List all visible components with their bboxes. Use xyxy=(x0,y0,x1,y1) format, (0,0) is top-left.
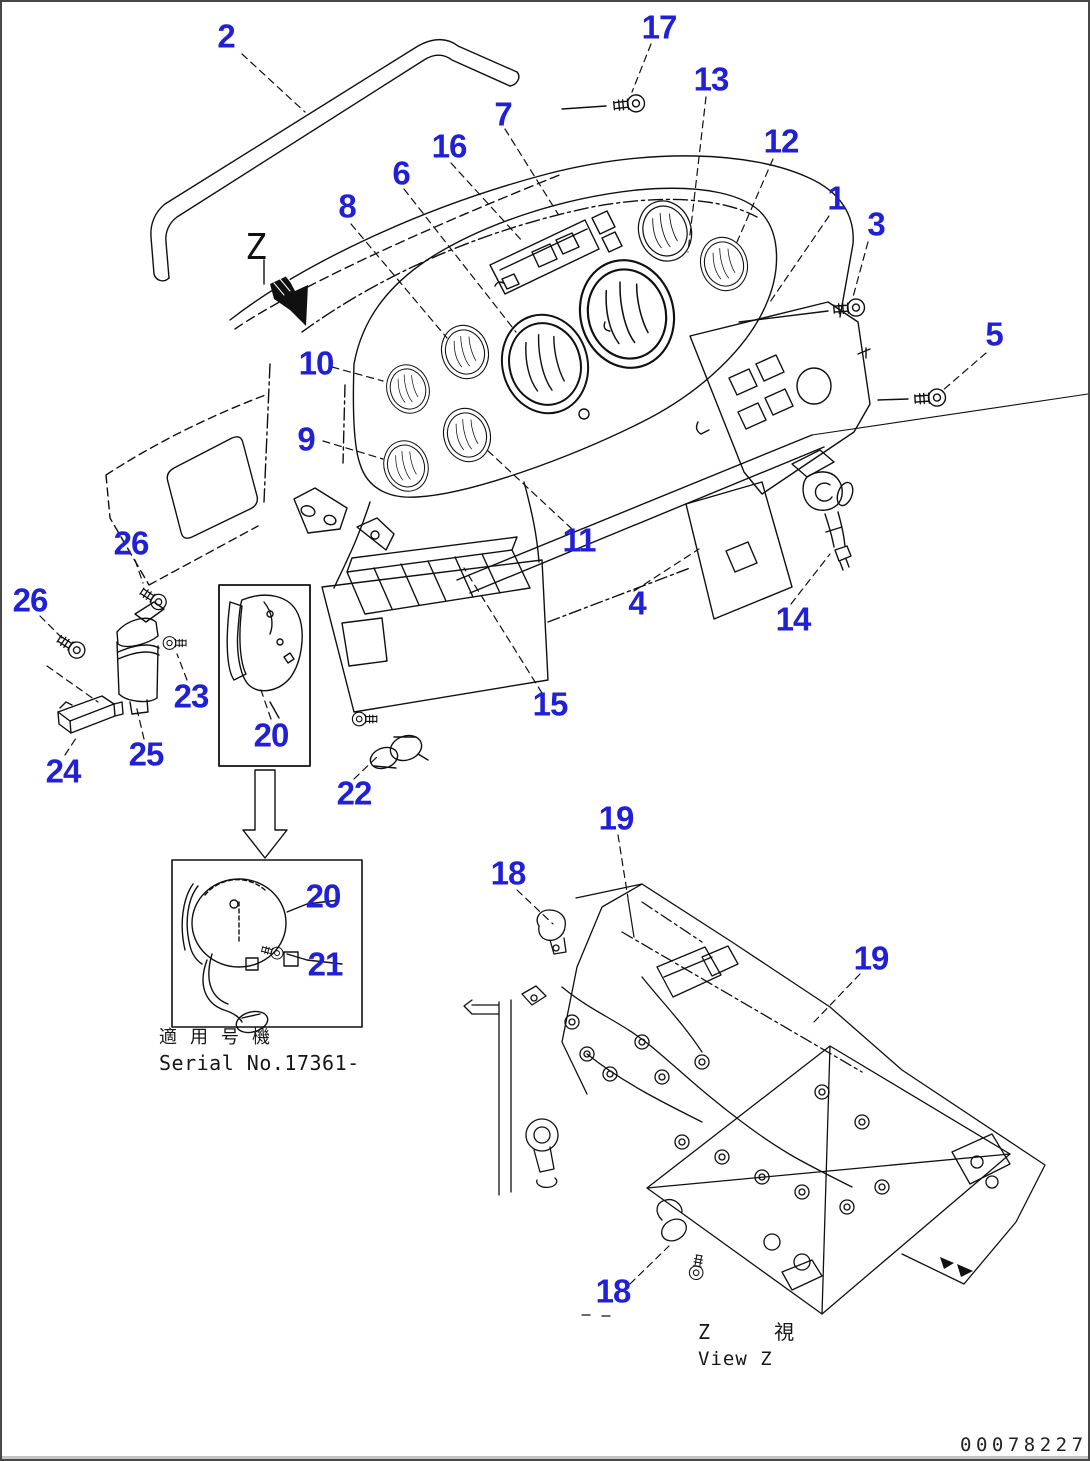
callout-4: 4 xyxy=(628,584,646,622)
callout-20-1: 20 xyxy=(253,716,290,754)
callout-19-2: 19 xyxy=(853,939,890,977)
callout-14: 14 xyxy=(775,600,812,638)
gauge-8 xyxy=(434,318,496,386)
callout-22: 22 xyxy=(336,774,373,812)
callout-2: 2 xyxy=(217,17,235,55)
callout-11: 11 xyxy=(562,521,597,559)
gauge-large-left xyxy=(489,303,601,425)
callout-18-2: 18 xyxy=(595,1272,632,1310)
resistor-25 xyxy=(116,601,165,715)
buzzer-screw-21-icon xyxy=(260,942,285,961)
harness-connectors xyxy=(564,1014,890,1215)
serial-note: 適用号機 Serial No.17361- xyxy=(159,1026,360,1077)
screw-5-icon xyxy=(877,387,947,409)
document-number: 00078227 xyxy=(960,1434,1088,1456)
monitor-display xyxy=(489,210,623,295)
windshield-trim xyxy=(150,38,520,282)
callout-16: 16 xyxy=(431,127,468,165)
callout-24: 24 xyxy=(45,752,82,790)
view-z-caption-en: View Z xyxy=(698,1348,773,1370)
callout-10: 10 xyxy=(298,344,335,382)
gauge-13 xyxy=(630,193,700,269)
callout-21: 21 xyxy=(307,945,344,983)
view-z-harness xyxy=(463,883,1046,1317)
callout-20-2: 20 xyxy=(305,877,342,915)
inset-detail-box xyxy=(171,859,363,1034)
callout-19-1: 19 xyxy=(598,799,635,837)
gauge-9 xyxy=(376,434,436,498)
callout-6: 6 xyxy=(392,154,410,192)
switch-panel xyxy=(689,301,871,495)
cigarette-lighter xyxy=(351,711,429,770)
gauge-11 xyxy=(436,401,498,469)
view-direction-label: Z xyxy=(245,227,267,268)
callout-12: 12 xyxy=(763,122,800,160)
callout-18-1: 18 xyxy=(490,854,527,892)
gauge-12 xyxy=(693,230,755,298)
callout-7: 7 xyxy=(494,95,512,133)
serial-note-en: Serial No.17361- xyxy=(159,1051,360,1076)
heater-vent-assembly xyxy=(321,536,549,713)
callout-5: 5 xyxy=(985,315,1003,353)
gauge-10 xyxy=(379,358,437,420)
dash-panel-outline xyxy=(105,155,1088,623)
callout-1: 1 xyxy=(827,179,845,217)
callout-17: 17 xyxy=(641,8,678,46)
callout-26-1: 26 xyxy=(113,524,150,562)
leader-lines xyxy=(39,43,987,1285)
gauge-large-right xyxy=(566,248,688,380)
callout-8: 8 xyxy=(338,187,356,225)
instrument-cluster xyxy=(352,187,778,498)
connector-18 xyxy=(656,1198,707,1282)
callout-9: 9 xyxy=(297,420,315,458)
alarm-buzzer-box xyxy=(218,584,311,767)
leader-19-solid xyxy=(627,898,635,938)
view-z-caption: Z 視 View Z xyxy=(698,1318,820,1373)
lower-switch-plate xyxy=(685,481,793,620)
serial-note-jp: 適用号機 xyxy=(159,1027,283,1048)
lighter-screw-icon xyxy=(351,711,378,727)
callout-25: 25 xyxy=(128,735,165,773)
callout-13: 13 xyxy=(693,60,730,98)
detail-arrow xyxy=(242,769,288,859)
key-switch xyxy=(791,449,854,571)
screw-3-icon xyxy=(738,297,866,323)
bracket-24 xyxy=(57,695,124,734)
screw-23-icon xyxy=(162,636,187,650)
view-z-caption-jp: Z 視 xyxy=(698,1320,821,1344)
screw-26-top-icon xyxy=(137,584,170,614)
callout-15: 15 xyxy=(532,685,569,723)
callout-26-2: 26 xyxy=(12,581,49,619)
callout-3: 3 xyxy=(867,205,885,243)
view-direction-arrow xyxy=(263,259,308,326)
callout-23: 23 xyxy=(173,677,210,715)
screw-17-icon xyxy=(561,93,647,115)
page-bottom-edge xyxy=(2,1456,1088,1459)
